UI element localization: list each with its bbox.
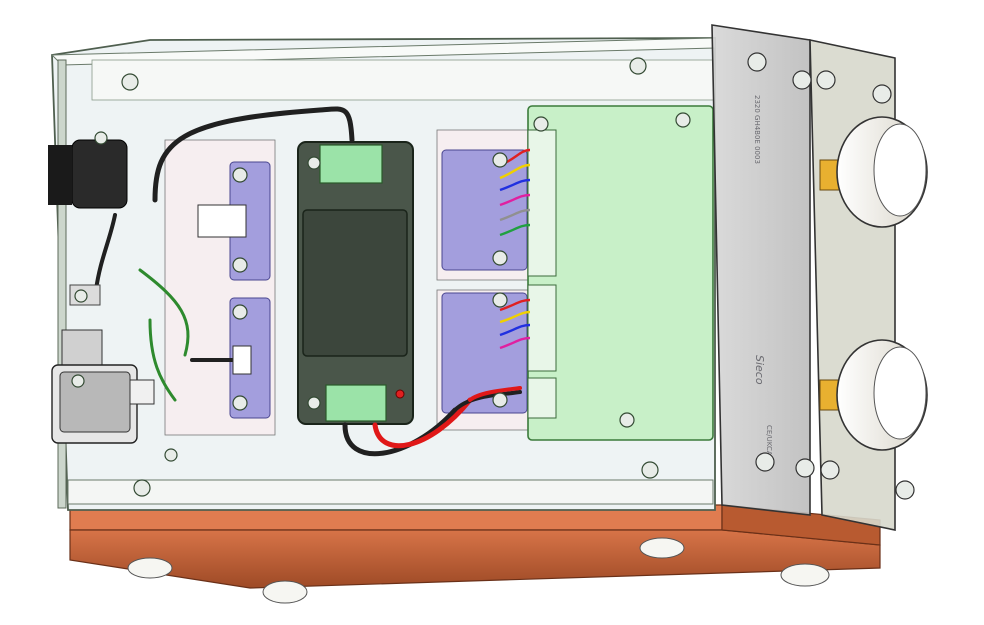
pcb-board [527,105,714,441]
knob-upper [819,116,928,228]
status-led [395,389,405,399]
front-panel: 2320 GH4B0E 0003 Sieco CE/UKCA [711,24,896,531]
panel-label: Sieco [753,355,766,385]
base-plate [69,504,881,589]
panel-stamp-bottom: CE/UKCA [765,425,773,456]
heatsinks [229,149,528,419]
rubber-feet [127,537,830,604]
ribbon-wires [499,148,531,350]
power-wires [94,106,522,457]
panel-screws [747,52,915,500]
transformer-module [297,141,414,425]
screws [71,57,691,497]
panel-stamp-top: 2320 GH4B0E 0003 [753,95,761,164]
knob-lower [819,339,928,451]
